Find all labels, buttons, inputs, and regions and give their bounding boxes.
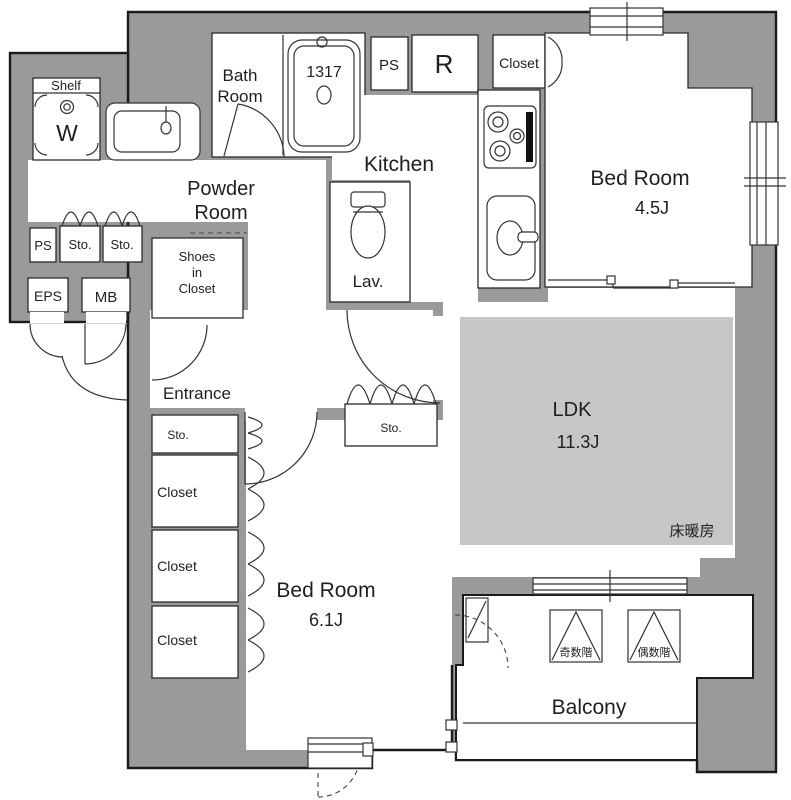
sto-1-folding-door	[61, 211, 99, 227]
closet-c-folding-door	[247, 607, 265, 673]
tub-size-label: 1317	[306, 64, 342, 81]
kitchen-label: Kitchen	[364, 153, 434, 176]
eps-label: EPS	[34, 288, 62, 304]
closet-b-label: Closet	[157, 558, 197, 574]
bedroom-61-door-gap	[245, 408, 317, 422]
sto-2-folding-door	[104, 211, 141, 227]
closet-top-label: Closet	[499, 55, 539, 71]
eps-door-arc	[29, 323, 64, 358]
bedroom-45	[544, 32, 753, 288]
closet-top-door-arc	[547, 36, 563, 63]
fridge-label: R	[435, 49, 454, 79]
bedroom-45-top-window	[589, 2, 664, 41]
bedroom-45-right-window	[744, 121, 786, 246]
sto-hall-box	[344, 403, 438, 447]
sto-1-label: Sto.	[68, 237, 91, 252]
bedroom-45-label: Bed Room	[590, 167, 689, 190]
powder-label-1: Powder	[187, 178, 255, 200]
bathtub-icon	[282, 35, 361, 155]
ldk-door-arc	[346, 309, 441, 404]
laundry-box	[32, 77, 101, 161]
shoes-in-closet	[151, 237, 244, 319]
shoes-label-2: in	[192, 265, 202, 280]
bedroom-45-sliding-partition	[548, 275, 735, 289]
floor-heating-area	[460, 317, 733, 545]
powder-label-2: Room	[194, 202, 247, 224]
ldk-door-gap	[433, 316, 443, 400]
bedroom-61-bottom-window	[307, 737, 373, 769]
bath-label-2: Room	[217, 87, 262, 106]
gas-stove-icon	[483, 105, 537, 169]
bedroom-61-size: 6.1J	[309, 610, 343, 630]
labels: Shelf W Bath Room 1317 PS R Closet Kitch…	[34, 49, 715, 719]
kitchen-sink-icon	[486, 195, 539, 281]
sto-hall-label: Sto.	[380, 421, 401, 435]
mb-label: MB	[95, 289, 118, 306]
bedroom-61-door-arc	[244, 411, 318, 485]
corridor-vertical	[248, 160, 326, 312]
fixtures	[33, 35, 697, 724]
closet-a-label: Closet	[157, 484, 197, 500]
sto-bedroom-label: Sto.	[167, 428, 188, 442]
eps-door-gap	[30, 312, 64, 323]
mb-box	[81, 277, 131, 313]
ps-top-label: PS	[379, 57, 399, 74]
closet-c-label: Closet	[157, 632, 197, 648]
closet-b-folding-door	[247, 531, 265, 597]
sto-bedroom-box	[151, 414, 239, 454]
evacuation-hatch-odd	[549, 609, 603, 663]
ps-top-box	[370, 36, 409, 91]
hatch-odd-label: 奇数階	[560, 645, 593, 659]
mb-door-arc	[84, 323, 127, 365]
entrance-door-arc	[151, 324, 208, 381]
shoes-label-3: Closet	[179, 281, 216, 296]
ps-left-box	[29, 227, 57, 263]
entrance-label: Entrance	[163, 384, 231, 403]
bedroom-45-size: 4.5J	[635, 198, 669, 218]
corridor-hall	[150, 310, 433, 408]
main-entrance-door-arc	[61, 355, 128, 401]
sto-hall-folding-door	[346, 384, 437, 405]
washing-machine-icon	[33, 92, 100, 156]
closet-top-box	[492, 34, 546, 89]
floor-heating-label: 床暖房	[669, 523, 714, 540]
balcony-glass-doors	[362, 665, 458, 757]
bath-label-1: Bath	[223, 66, 258, 85]
bath-door-arc	[223, 103, 285, 158]
toilet-icon	[350, 191, 386, 259]
closet-top-door-arc	[547, 61, 563, 88]
shelf-label: Shelf	[51, 78, 81, 93]
sto-bedroom-folding-door	[247, 416, 263, 450]
kitchen-floor	[332, 95, 478, 302]
bedroom-61-label: Bed Room	[276, 579, 375, 602]
closet-b-box	[151, 529, 239, 603]
mb-door-gap	[86, 312, 126, 323]
ps-left-label: PS	[34, 238, 52, 253]
closet-a-folding-door	[247, 456, 265, 522]
vanity-sink-icon	[105, 102, 201, 161]
evacuation-hatch-even	[627, 609, 681, 663]
shoes-label-1: Shoes	[179, 249, 216, 264]
doors	[29, 36, 735, 798]
sto-1-box	[59, 225, 101, 263]
balcony-label: Balcony	[552, 696, 627, 719]
fridge-box	[411, 34, 479, 93]
hatch-even-label: 偶数階	[638, 645, 671, 659]
sto-2-box	[102, 225, 143, 263]
ldk-balcony-window	[532, 570, 688, 602]
sto-2-label: Sto.	[110, 237, 133, 252]
windows	[307, 2, 786, 769]
ldk-label: LDK	[553, 399, 593, 421]
ldk-balcony-door-swing	[454, 614, 509, 669]
closet-a-box	[151, 454, 239, 528]
lav-label: Lav.	[353, 272, 384, 291]
closet-c-box	[151, 605, 239, 679]
ldk-size-label: 11.3J	[557, 432, 600, 452]
washer-label: W	[56, 120, 78, 146]
